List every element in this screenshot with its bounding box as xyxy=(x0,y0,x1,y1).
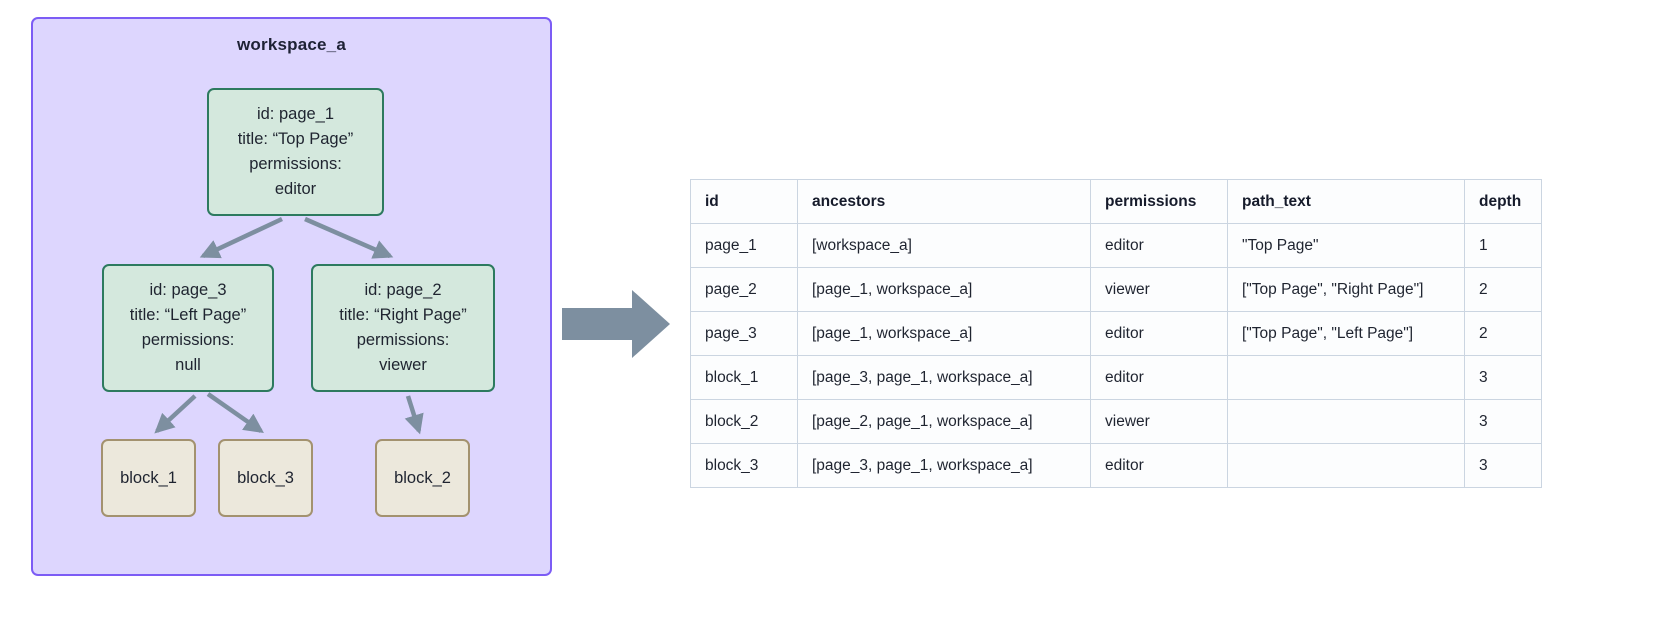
node-page-1-perm-value: editor xyxy=(274,180,317,199)
node-page-2-title: title: “Right Page” xyxy=(339,305,467,324)
node-page-3[interactable]: id: page_3 title: “Left Page” permission… xyxy=(102,264,274,392)
cell-id: block_1 xyxy=(690,355,798,400)
table-row[interactable]: block_1 [page_3, page_1, workspace_a] ed… xyxy=(690,355,1542,400)
node-block-1[interactable]: block_1 xyxy=(101,439,196,517)
cell-ancestors: [page_1, workspace_a] xyxy=(797,267,1091,312)
table-header-row: id ancestors permissions path_text depth xyxy=(690,179,1542,224)
cell-ancestors: [workspace_a] xyxy=(797,223,1091,268)
cell-permissions: editor xyxy=(1090,311,1228,356)
cell-permissions: viewer xyxy=(1090,399,1228,444)
cell-permissions: editor xyxy=(1090,223,1228,268)
cell-ancestors: [page_2, page_1, workspace_a] xyxy=(797,399,1091,444)
result-table-panel: id ancestors permissions path_text depth… xyxy=(690,179,1542,488)
node-block-3-label: block_3 xyxy=(237,468,294,487)
cell-permissions: viewer xyxy=(1090,267,1228,312)
node-page-2-id: id: page_2 xyxy=(364,280,442,299)
column-header-ancestors[interactable]: ancestors xyxy=(797,179,1091,224)
cell-path-text xyxy=(1227,355,1465,400)
cell-permissions: editor xyxy=(1090,443,1228,488)
node-page-3-perm-value: null xyxy=(175,356,201,375)
cell-depth: 2 xyxy=(1464,311,1542,356)
cell-id: page_1 xyxy=(690,223,798,268)
node-page-2-perm-label: permissions: xyxy=(356,331,450,349)
node-block-1-label: block_1 xyxy=(120,468,177,487)
cell-path-text xyxy=(1227,399,1465,444)
node-page-1-title: title: “Top Page” xyxy=(237,129,354,148)
cell-permissions: editor xyxy=(1090,355,1228,400)
node-page-3-title: title: “Left Page” xyxy=(129,305,247,324)
cell-path-text: ["Top Page", "Left Page"] xyxy=(1227,311,1465,356)
node-block-3[interactable]: block_3 xyxy=(218,439,313,517)
cell-id: block_2 xyxy=(690,399,798,444)
node-page-3-id: id: page_3 xyxy=(149,280,227,299)
column-header-path-text[interactable]: path_text xyxy=(1227,179,1465,224)
node-page-3-perm-label: permissions: xyxy=(141,331,235,349)
column-header-id[interactable]: id xyxy=(690,179,798,224)
column-header-permissions[interactable]: permissions xyxy=(1090,179,1228,224)
diagram-panel: workspace_a id: page_1 title: “Top Page”… xyxy=(0,0,600,626)
node-page-2-perm-value: viewer xyxy=(379,356,427,375)
table-row[interactable]: block_2 [page_2, page_1, workspace_a] vi… xyxy=(690,399,1542,444)
node-block-2[interactable]: block_2 xyxy=(375,439,470,517)
cell-path-text xyxy=(1227,443,1465,488)
cell-depth: 1 xyxy=(1464,223,1542,268)
node-block-2-label: block_2 xyxy=(394,468,451,487)
table-row[interactable]: page_3 [page_1, workspace_a] editor ["To… xyxy=(690,311,1542,356)
column-header-depth[interactable]: depth xyxy=(1464,179,1542,224)
cell-ancestors: [page_3, page_1, workspace_a] xyxy=(797,443,1091,488)
cell-path-text: "Top Page" xyxy=(1227,223,1465,268)
node-page-2[interactable]: id: page_2 title: “Right Page” permissio… xyxy=(311,264,495,392)
node-page-1[interactable]: id: page_1 title: “Top Page” permissions… xyxy=(207,88,384,216)
cell-ancestors: [page_3, page_1, workspace_a] xyxy=(797,355,1091,400)
cell-id: block_3 xyxy=(690,443,798,488)
workspace-title: workspace_a xyxy=(237,35,346,54)
cell-depth: 2 xyxy=(1464,267,1542,312)
result-table: id ancestors permissions path_text depth… xyxy=(690,179,1542,488)
cell-depth: 3 xyxy=(1464,355,1542,400)
cell-path-text: ["Top Page", "Right Page"] xyxy=(1227,267,1465,312)
cell-id: page_2 xyxy=(690,267,798,312)
table-row[interactable]: page_1 [workspace_a] editor "Top Page" 1 xyxy=(690,223,1542,268)
cell-ancestors: [page_1, workspace_a] xyxy=(797,311,1091,356)
cell-depth: 3 xyxy=(1464,399,1542,444)
cell-depth: 3 xyxy=(1464,443,1542,488)
flow-arrow-icon xyxy=(562,290,670,358)
table-row[interactable]: block_3 [page_3, page_1, workspace_a] ed… xyxy=(690,443,1542,488)
cell-id: page_3 xyxy=(690,311,798,356)
node-page-1-perm-label: permissions: xyxy=(249,155,342,173)
node-page-1-id: id: page_1 xyxy=(256,104,335,123)
table-row[interactable]: page_2 [page_1, workspace_a] viewer ["To… xyxy=(690,267,1542,312)
